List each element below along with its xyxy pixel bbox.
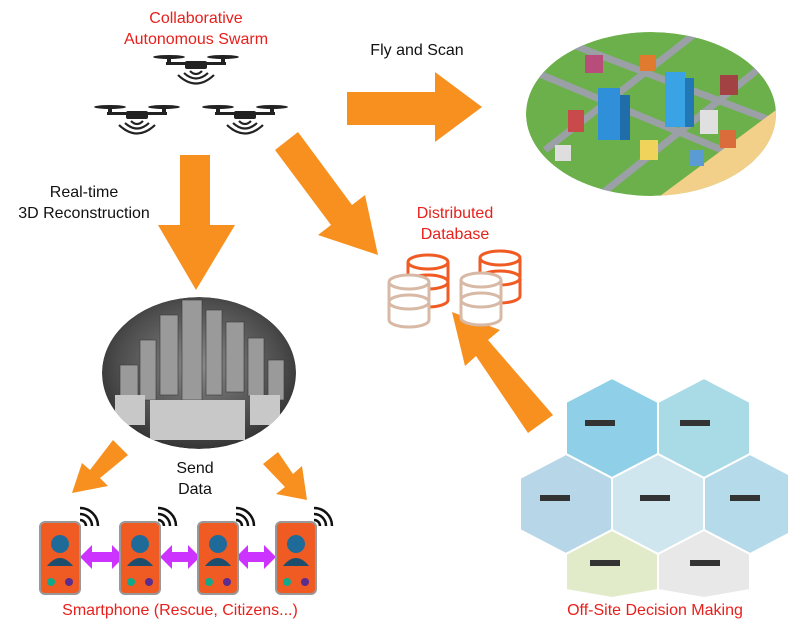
wifi-icon <box>156 506 178 528</box>
wifi-icon <box>234 506 256 528</box>
phone-link-arrows <box>80 545 276 569</box>
send-data-line1: Send <box>176 460 214 477</box>
send-data-line2: Data <box>178 481 212 498</box>
reconstruction-label-line1: Real-time <box>49 184 119 201</box>
smartphone-icon <box>275 521 317 595</box>
drone-icon <box>151 53 241 85</box>
database-icon <box>387 253 450 329</box>
wifi-icon <box>78 506 100 528</box>
wifi-icon <box>312 506 334 528</box>
fly-scan-label: Fly and Scan <box>352 40 482 61</box>
swarm-label-line2: Autonomous Swarm <box>123 31 269 48</box>
arrow-fly-scan <box>347 72 482 142</box>
scanned-town-image <box>526 32 776 196</box>
reconstruction-label: Real-time 3D Reconstruction <box>4 182 164 224</box>
database-label: Distributed Database <box>400 203 510 245</box>
arrow-send-right <box>263 452 307 500</box>
offsite-label: Off-Site Decision Making <box>550 600 760 621</box>
reconstruction-label-line2: 3D Reconstruction <box>18 205 150 222</box>
smartphone-label-text: Smartphone (Rescue, Citizens...) <box>62 602 298 619</box>
database-label-line2: Database <box>420 226 490 243</box>
office-furniture <box>540 420 760 566</box>
database-label-line1: Distributed <box>416 205 494 222</box>
arrow-from-offsite <box>452 312 553 433</box>
reconstruction-city-image <box>102 297 296 449</box>
arrow-down-reconstruction <box>158 155 235 290</box>
swarm-label: Collaborative Autonomous Swarm <box>116 8 276 50</box>
arrow-to-database <box>275 132 378 255</box>
arrows <box>72 72 553 500</box>
smartphone-icon <box>39 521 81 595</box>
smartphone-icon <box>119 521 161 595</box>
swarm-label-line1: Collaborative <box>149 10 243 27</box>
fly-scan-text: Fly and Scan <box>370 42 464 59</box>
smartphone-network <box>39 506 334 595</box>
offsite-offices-image <box>519 376 788 600</box>
offsite-label-text: Off-Site Decision Making <box>567 602 743 619</box>
arrow-send-left <box>72 440 128 493</box>
smartphone-icon <box>197 521 239 595</box>
database-icon <box>459 249 522 327</box>
smartphone-label: Smartphone (Rescue, Citizens...) <box>30 600 330 621</box>
drone-swarm <box>92 53 290 135</box>
send-data-label: Send Data <box>160 458 230 500</box>
drone-icon <box>200 103 290 135</box>
drone-icon <box>92 103 182 135</box>
